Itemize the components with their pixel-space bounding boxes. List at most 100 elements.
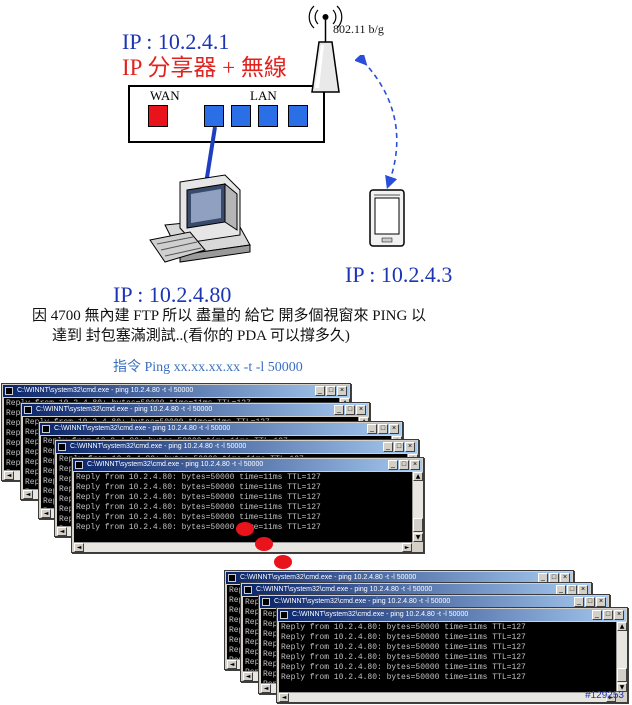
red-dot-marker: [255, 537, 273, 551]
scroll-left-arrow[interactable]: ◄: [261, 684, 271, 693]
cmd-icon: [262, 598, 270, 606]
horizontal-scrollbar[interactable]: ◄►: [279, 692, 616, 702]
close-button[interactable]: ×: [389, 424, 399, 434]
desktop-computer-icon: [149, 174, 251, 263]
cmd-icon: [244, 586, 252, 594]
console-line: Reply from 10.2.4.80: bytes=50000 time=1…: [281, 623, 526, 632]
scroll-down-arrow[interactable]: ▼: [617, 683, 627, 692]
scroll-right-arrow[interactable]: ►: [402, 543, 412, 552]
console-line: Reply from 10.2.4.80: bytes=50000 time=1…: [76, 513, 321, 522]
console-line: Reply from 10.2.4.80: bytes=50000 time=1…: [281, 663, 526, 672]
console-line: Reply from 10.2.4.80: bytes=50000 time=1…: [281, 643, 526, 652]
close-button[interactable]: ×: [614, 610, 624, 620]
router-ip-label: IP : 10.2.4.1: [122, 29, 230, 54]
scroll-left-arrow[interactable]: ◄: [4, 471, 14, 480]
cmd-icon: [228, 574, 236, 582]
console-title: C:\WINNT\system32\cmd.exe - ping 10.2.4.…: [54, 425, 231, 432]
scroll-left-arrow[interactable]: ◄: [279, 693, 289, 702]
minimize-button[interactable]: _: [592, 610, 602, 620]
console-title: C:\WINNT\system32\cmd.exe - ping 10.2.4.…: [87, 461, 264, 468]
pda-icon: [369, 189, 405, 247]
cmd-icon: [280, 611, 288, 619]
maximize-button[interactable]: □: [603, 610, 613, 620]
close-button[interactable]: ×: [337, 386, 347, 396]
router-box: WAN LAN: [128, 85, 325, 143]
console-titlebar[interactable]: C:\WINNT\system32\cmd.exe - ping 10.2.4.…: [226, 572, 572, 584]
scroll-left-arrow[interactable]: ◄: [23, 490, 33, 499]
console-title: C:\WINNT\system32\cmd.exe - ping 10.2.4.…: [274, 598, 451, 605]
minimize-button[interactable]: _: [574, 597, 584, 607]
scroll-right-arrow[interactable]: ►: [606, 693, 616, 702]
console-title: C:\WINNT\system32\cmd.exe - ping 10.2.4.…: [17, 387, 194, 394]
lan-port-3: [258, 105, 278, 127]
console-line: Reply from 10.2.4.80: bytes=50000 time=1…: [76, 493, 321, 502]
scroll-left-arrow[interactable]: ◄: [243, 672, 253, 681]
antenna-icon: [308, 5, 343, 93]
scroll-left-arrow[interactable]: ◄: [74, 543, 84, 552]
scroll-thumb[interactable]: [413, 518, 423, 532]
lan-port-2: [231, 105, 251, 127]
scroll-thumb[interactable]: [617, 668, 627, 682]
maximize-button[interactable]: □: [394, 442, 404, 452]
scroll-up-arrow[interactable]: ▲: [413, 472, 423, 481]
console-titlebar[interactable]: C:\WINNT\system32\cmd.exe - ping 10.2.4.…: [278, 609, 626, 621]
minimize-button[interactable]: _: [388, 460, 398, 470]
console-line: Reply from 10.2.4.80: bytes=50000 time=1…: [281, 633, 526, 642]
scroll-left-arrow[interactable]: ◄: [227, 660, 237, 669]
pda-ip-label: IP : 10.2.4.3: [345, 262, 453, 287]
close-button[interactable]: ×: [405, 442, 415, 452]
console-line: Reply from 10.2.4.80: bytes=50000 time=1…: [76, 473, 321, 482]
console-titlebar[interactable]: C:\WINNT\system32\cmd.exe - ping 10.2.4.…: [56, 441, 417, 453]
minimize-button[interactable]: _: [334, 405, 344, 415]
pc-ip-label: IP : 10.2.4.80: [113, 282, 232, 307]
console-window[interactable]: C:\WINNT\system32\cmd.exe - ping 10.2.4.…: [71, 457, 424, 553]
console-title: C:\WINNT\system32\cmd.exe - ping 10.2.4.…: [292, 611, 469, 618]
scroll-down-arrow[interactable]: ▼: [413, 533, 423, 542]
cmd-icon: [58, 443, 66, 451]
wan-port: [148, 105, 168, 127]
maximize-button[interactable]: □: [399, 460, 409, 470]
vertical-scrollbar[interactable]: ▲▼: [412, 472, 423, 542]
minimize-button[interactable]: _: [383, 442, 393, 452]
console-title: C:\WINNT\system32\cmd.exe - ping 10.2.4.…: [36, 406, 213, 413]
scroll-left-arrow[interactable]: ◄: [57, 527, 67, 536]
console-window[interactable]: C:\WINNT\system32\cmd.exe - ping 10.2.4.…: [276, 607, 628, 703]
description-line-1: 因 4700 無內建 FTP 所以 盡量的 給它 開多個視窗來 PING 以: [32, 308, 427, 324]
console-title: C:\WINNT\system32\cmd.exe - ping 10.2.4.…: [256, 586, 433, 593]
console-title: C:\WINNT\system32\cmd.exe - ping 10.2.4.…: [70, 443, 247, 450]
red-dot-marker: [274, 555, 292, 569]
cmd-icon: [5, 387, 13, 395]
maximize-button[interactable]: □: [345, 405, 355, 415]
console-titlebar[interactable]: C:\WINNT\system32\cmd.exe - ping 10.2.4.…: [260, 596, 608, 608]
console-line: Reply from 10.2.4.80: bytes=50000 time=1…: [281, 653, 526, 662]
cmd-icon: [24, 406, 32, 414]
scroll-left-arrow[interactable]: ◄: [41, 509, 51, 518]
red-dot-marker: [236, 522, 254, 536]
command-hint: 指令 Ping xx.xx.xx.xx -t -l 50000: [113, 360, 303, 375]
horizontal-scrollbar[interactable]: ◄►: [74, 542, 412, 552]
wan-label: WAN: [150, 88, 180, 103]
console-line: Reply from 10.2.4.80: bytes=50000 time=1…: [76, 503, 321, 512]
console-titlebar[interactable]: C:\WINNT\system32\cmd.exe - ping 10.2.4.…: [40, 423, 401, 435]
maximize-button[interactable]: □: [585, 597, 595, 607]
minimize-button[interactable]: _: [315, 386, 325, 396]
scroll-up-arrow[interactable]: ▲: [617, 622, 627, 631]
close-button[interactable]: ×: [356, 405, 366, 415]
console-output[interactable]: Reply from 10.2.4.80: bytes=50000 time=1…: [279, 622, 616, 692]
cmd-icon: [75, 461, 83, 469]
image-id-label: #129253: [585, 690, 624, 701]
close-button[interactable]: ×: [596, 597, 606, 607]
description-line-2: 達到 封包塞滿測試..(看你的 PDA 可以撐多久): [52, 328, 350, 344]
console-titlebar[interactable]: C:\WINNT\system32\cmd.exe - ping 10.2.4.…: [3, 385, 349, 397]
maximize-button[interactable]: □: [378, 424, 388, 434]
vertical-scrollbar[interactable]: ▲▼: [616, 622, 627, 692]
minimize-button[interactable]: _: [367, 424, 377, 434]
close-button[interactable]: ×: [410, 460, 420, 470]
console-line: Reply from 10.2.4.80: bytes=50000 time=1…: [76, 483, 321, 492]
maximize-button[interactable]: □: [326, 386, 336, 396]
console-line: Reply from 10.2.4.80: bytes=50000 time=1…: [281, 673, 526, 682]
lan-port-1: [204, 105, 224, 127]
console-titlebar[interactable]: C:\WINNT\system32\cmd.exe - ping 10.2.4.…: [22, 404, 368, 416]
console-titlebar[interactable]: C:\WINNT\system32\cmd.exe - ping 10.2.4.…: [73, 459, 422, 471]
